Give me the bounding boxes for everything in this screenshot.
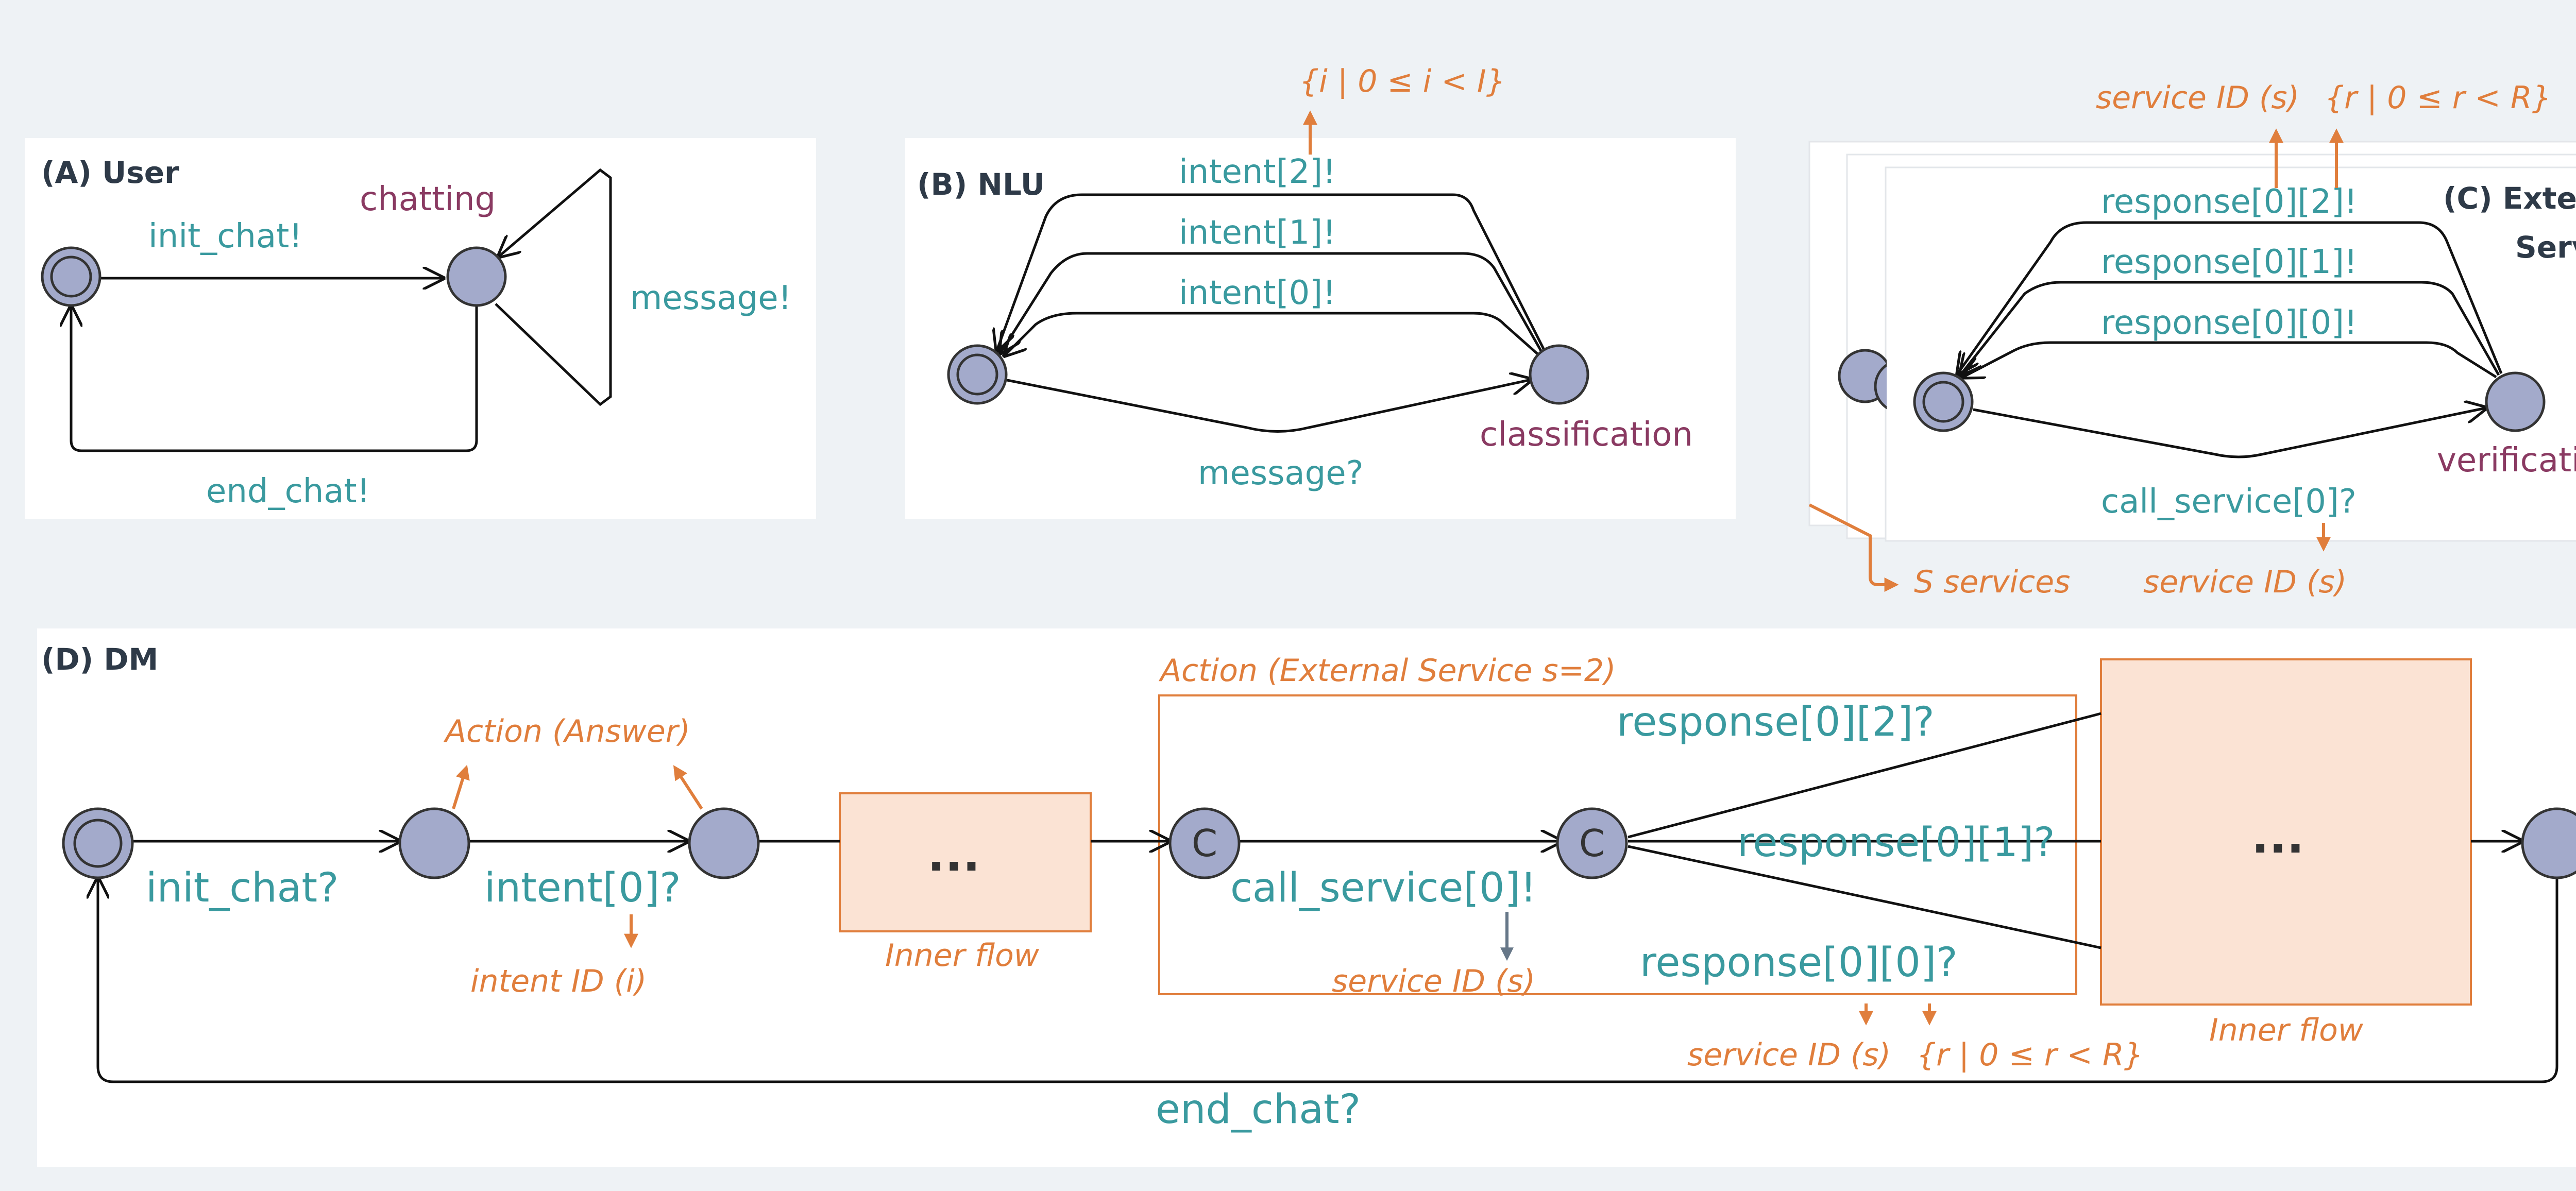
- panel-nlu-bg: [905, 138, 1736, 519]
- annotation-dm-intent-id: intent ID (i): [470, 963, 647, 999]
- label-nlu-message: message?: [1198, 454, 1364, 492]
- annotation-dm-service-id-call: service ID (s): [1332, 963, 1535, 999]
- label-dm-resp1: response[0][1]?: [1737, 820, 2055, 866]
- dm-inner-flow-1-ellipsis: ...: [927, 828, 980, 882]
- label-user-end-chat: end_chat!: [206, 472, 370, 511]
- label-dm-call-service: call_service[0]!: [1230, 865, 1536, 911]
- annotation-dm-range-resp: {r | 0 ≤ r < R}: [1917, 1037, 2144, 1073]
- label-dm-init-chat: init_chat?: [146, 865, 338, 911]
- label-external-resp1: response[0][1]!: [2101, 243, 2358, 281]
- panel-external-title-line1: (C) External: [2443, 181, 2576, 216]
- dm-committed-state-1: [1168, 807, 1241, 879]
- panel-user-title: (A) User: [41, 155, 179, 190]
- label-nlu-intent0: intent[0]!: [1179, 274, 1336, 312]
- label-dm-resp0: response[0][0]?: [1640, 940, 1958, 986]
- annotation-external-range-top: {r | 0 ≤ r < R}: [2325, 80, 2552, 116]
- dm-committed-symbol-1: C: [1192, 822, 1217, 865]
- nlu-initial-state-inner: [956, 353, 998, 396]
- panel-user: (A) User init_chat! chatting message! en…: [25, 138, 816, 519]
- annotation-dm-service-id-resp: service ID (s): [1687, 1037, 1891, 1073]
- dm-initial-state-inner: [73, 819, 123, 868]
- user-initial-state-inner: [50, 256, 92, 298]
- edge-nlu-message: [1004, 380, 1531, 433]
- panel-external-title-line2: Service: [2515, 230, 2576, 265]
- edge-dm-resp2: [1628, 712, 2102, 839]
- annotation-dm-inner-flow-2: Inner flow: [2209, 1012, 2364, 1048]
- annotation-dm-inner-flow-1: Inner flow: [885, 938, 1040, 974]
- label-external-call: call_service[0]?: [2101, 483, 2357, 521]
- panel-user-bg: [25, 138, 816, 519]
- label-external-resp0: response[0][0]!: [2101, 304, 2358, 342]
- edge-external-resp2: [1958, 221, 2503, 373]
- edge-dm-end: [98, 876, 2558, 1083]
- label-external-verification: verification: [2437, 441, 2576, 480]
- panel-external-service: (C) External Service response[0][2]! res…: [1808, 80, 2576, 600]
- edge-external-resp1: [1960, 281, 2500, 375]
- annotation-dm-action-external: Action (External Service s=2): [1158, 653, 1616, 689]
- annotation-external-s-services: S services: [1914, 564, 2070, 600]
- panel-nlu: (B) NLU intent[2]! intent[1]! intent[0]!…: [905, 63, 1736, 519]
- label-dm-resp2: response[0][2]?: [1617, 699, 1935, 745]
- panel-nlu-title: (B) NLU: [917, 167, 1045, 202]
- dm-state-2: [398, 807, 470, 879]
- dm-committed-state-2: [1556, 807, 1628, 879]
- label-user-chatting: chatting: [360, 180, 496, 218]
- dm-committed-symbol-2: C: [1579, 822, 1605, 865]
- arrow-dm-action-answer-1: [452, 764, 470, 809]
- external-initial-state-inner: [1922, 381, 1964, 423]
- edge-user-end: [71, 304, 478, 452]
- label-nlu-intent1: intent[1]!: [1179, 214, 1336, 252]
- annotation-dm-action-answer: Action (Answer): [443, 713, 690, 750]
- label-dm-intent: intent[0]?: [484, 865, 681, 911]
- user-chatting-state: [446, 246, 507, 307]
- label-nlu-classification: classification: [1480, 416, 1693, 454]
- label-dm-end-chat: end_chat?: [1156, 1086, 1361, 1133]
- panel-dm: (D) DM Action (External Service s=2) ...…: [37, 628, 2576, 1167]
- arrow-external-s-services: [1808, 503, 1899, 592]
- dm-final-state: [2521, 807, 2576, 879]
- edge-nlu-intent1: [1001, 252, 1545, 354]
- label-user-init-chat: init_chat!: [148, 217, 302, 256]
- nlu-classification-state: [1529, 344, 1589, 405]
- dm-inner-flow-box-1: [839, 792, 1092, 932]
- edge-nlu-intent2: [997, 193, 1547, 353]
- label-external-resp2: response[0][2]!: [2101, 183, 2358, 221]
- edge-user-message-loop: [496, 168, 612, 406]
- dm-state-3: [688, 807, 760, 879]
- external-verification-state: [2485, 371, 2546, 432]
- edge-external-resp0: [1963, 341, 2497, 377]
- edge-external-call: [1973, 408, 2486, 458]
- arrow-dm-action-answer-2: [673, 765, 703, 810]
- label-nlu-intent2: intent[2]!: [1179, 153, 1336, 191]
- edge-dm-resp0: [1628, 845, 2102, 949]
- edge-nlu-intent0: [1005, 312, 1541, 356]
- annotation-external-service-top: service ID (s): [2096, 80, 2299, 116]
- annotation-external-service-bottom: service ID (s): [2143, 564, 2347, 600]
- panel-dm-title: (D) DM: [41, 642, 158, 677]
- annotation-nlu-intent-range: {i | 0 ≤ i < I}: [1299, 63, 1506, 99]
- dm-inner-flow-box-2: [2100, 658, 2472, 1006]
- dm-inner-flow-2-ellipsis: ...: [2251, 810, 2304, 864]
- label-user-message: message!: [630, 279, 791, 317]
